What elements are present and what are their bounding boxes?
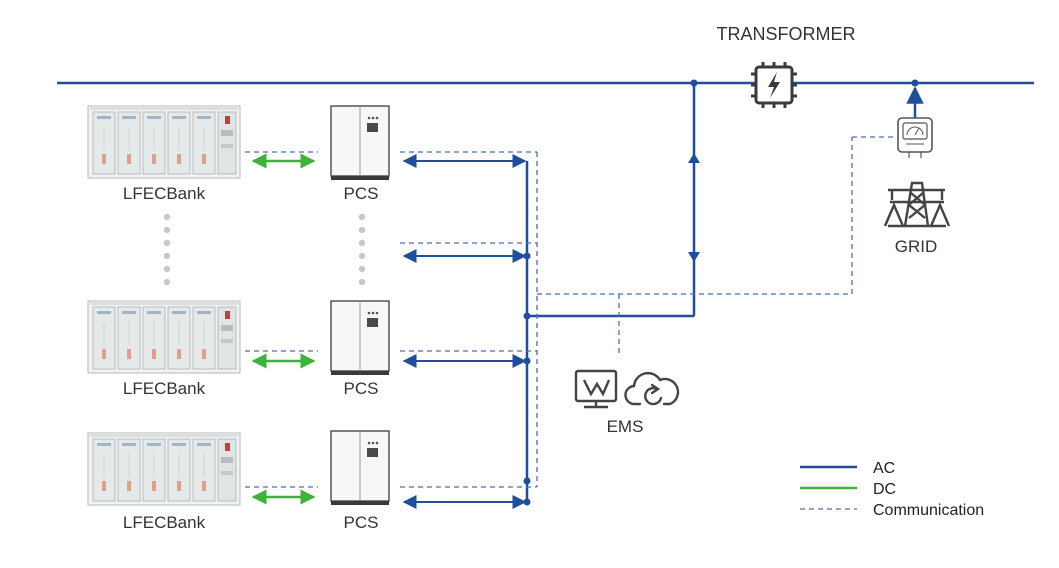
battery-cabinet-icon — [87, 432, 241, 506]
lightning-icon — [768, 72, 780, 98]
battery-cabinet-icon — [87, 105, 241, 179]
ellipsis-dot — [358, 252, 366, 260]
ellipsis-dot — [358, 239, 366, 247]
transformer: TRANSFORMER — [717, 24, 856, 108]
pcs-cabinet-icon — [330, 430, 390, 506]
grid-label: GRID — [895, 237, 938, 256]
grid-bus-junction — [911, 79, 919, 87]
ellipsis-dot — [358, 226, 366, 234]
ellipsis-dot — [163, 239, 171, 247]
battery-cabinet-icon — [87, 300, 241, 374]
legend: AC DC Communication — [800, 460, 984, 519]
ellipsis-dot — [358, 265, 366, 273]
battery-label: LFECBank — [123, 513, 206, 532]
pcs-label: PCS — [344, 513, 379, 532]
collector-junction — [523, 312, 531, 320]
communication-lines — [245, 136, 898, 488]
collector-junction — [523, 477, 531, 485]
transformer-label: TRANSFORMER — [717, 24, 856, 44]
pcs-cabinet-icon — [330, 300, 390, 376]
ellipsis-dots — [163, 213, 366, 286]
ellipsis-dot — [163, 278, 171, 286]
ac-riser-arrow-up — [688, 153, 700, 163]
ems-monitor-icon — [574, 369, 618, 409]
transmission-tower-icon — [883, 181, 951, 228]
ellipsis-dot — [163, 252, 171, 260]
pcs-label: PCS — [344, 184, 379, 203]
battery-label: LFECBank — [123, 184, 206, 203]
energy-meter-icon — [897, 117, 933, 158]
ellipsis-dot — [163, 213, 171, 221]
legend-ac-label: AC — [873, 460, 895, 477]
ems-label: EMS — [607, 417, 644, 436]
ellipsis-dot — [358, 278, 366, 286]
ellipsis-dot — [358, 213, 366, 221]
battery-label: LFECBank — [123, 379, 206, 398]
ellipsis-dot — [163, 226, 171, 234]
cloud-icon — [624, 371, 680, 406]
ellipsis-dot — [163, 265, 171, 273]
ac-bus-junction — [690, 79, 698, 87]
legend-dc-label: DC — [873, 481, 896, 498]
legend-communication-label: Communication — [873, 502, 984, 519]
ac-riser-arrow-down — [688, 252, 700, 262]
pcs-cabinet-icon — [330, 105, 390, 181]
pcs-label: PCS — [344, 379, 379, 398]
